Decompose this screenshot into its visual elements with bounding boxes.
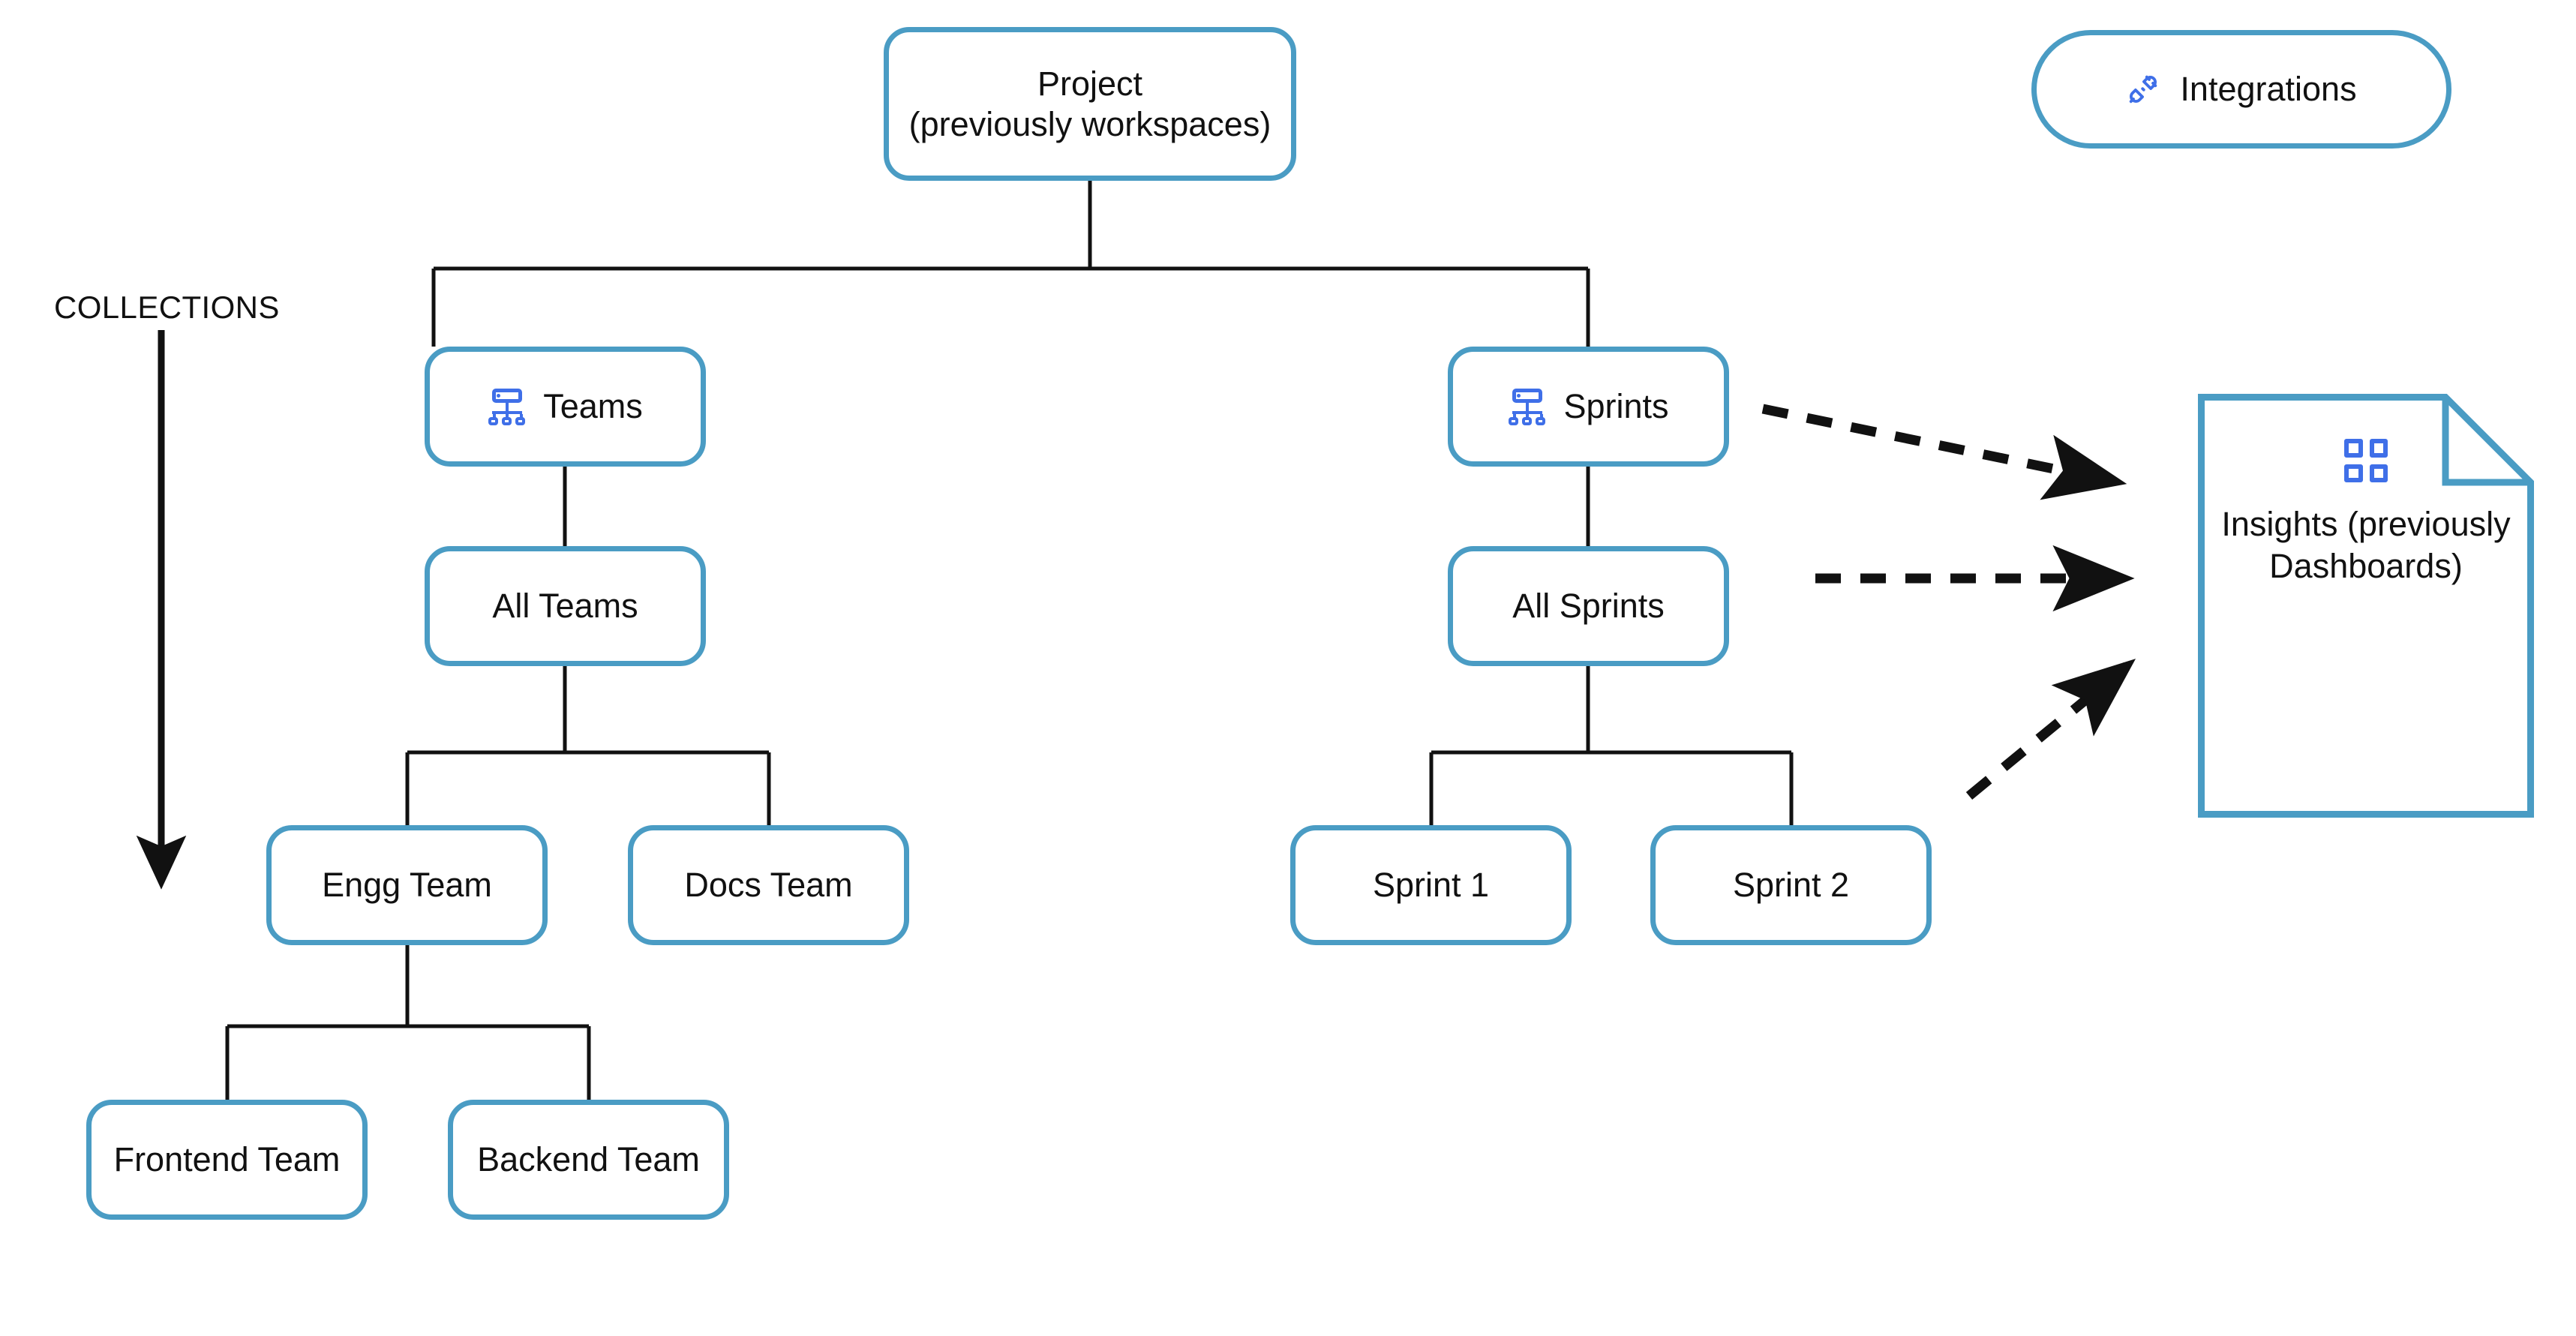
node-engg-team-label: Engg Team [322,866,492,905]
node-sprints-content: Sprints [1508,386,1669,426]
sitemap-icon [1508,389,1547,425]
node-teams[interactable]: Teams [425,347,706,467]
node-insights-line1: Insights [2221,505,2338,543]
node-backend-team[interactable]: Backend Team [448,1100,729,1220]
node-sprint-1-label: Sprint 1 [1372,866,1490,905]
node-project-text: Project (previously workspaces) [909,64,1271,143]
node-sprint-1[interactable]: Sprint 1 [1290,825,1572,945]
node-frontend-team-label: Frontend Team [113,1140,341,1179]
node-sprint-2[interactable]: Sprint 2 [1650,825,1932,945]
node-insights-label: Insights (previously Dashboards) [2198,503,2534,587]
node-project[interactable]: Project (previously workspaces) [884,27,1296,181]
node-docs-team-label: Docs Team [684,866,853,905]
node-all-sprints-label: All Sprints [1512,587,1665,626]
node-all-teams-label: All Teams [492,587,638,626]
node-docs-team[interactable]: Docs Team [628,825,909,945]
node-engg-team[interactable]: Engg Team [266,825,548,945]
dashed-edge-sprints-to-insights [1761,404,2127,500]
node-sprint-2-label: Sprint 2 [1732,866,1850,905]
node-insights-line3: Dashboards) [2269,546,2463,585]
sitemap-icon [488,389,527,425]
node-teams-content: Teams [488,386,643,426]
node-backend-team-label: Backend Team [477,1140,700,1179]
node-sprints[interactable]: Sprints [1448,347,1729,467]
node-insights-line2: (previously [2347,505,2511,543]
collections-label: COLLECTIONS [54,290,280,325]
node-sprints-label: Sprints [1563,387,1669,426]
plug-connector-icon [2130,75,2157,104]
node-frontend-team[interactable]: Frontend Team [86,1100,368,1220]
node-project-line2: (previously workspaces) [908,104,1271,143]
node-project-line1: Project [1037,65,1143,104]
dashed-edge-sprint-to-insights [1965,659,2136,800]
node-teams-label: Teams [543,387,643,426]
grid-2x2-icon [2344,439,2388,482]
node-all-teams[interactable]: All Teams [425,546,706,666]
node-insights-content: Insights (previously Dashboards) [2198,394,2534,818]
node-insights[interactable]: Insights (previously Dashboards) [2198,394,2534,818]
document-shape [2198,394,2534,818]
node-integrations[interactable]: Integrations [2031,30,2451,149]
node-all-sprints[interactable]: All Sprints [1448,546,1729,666]
node-integrations-label: Integrations [2180,70,2357,109]
